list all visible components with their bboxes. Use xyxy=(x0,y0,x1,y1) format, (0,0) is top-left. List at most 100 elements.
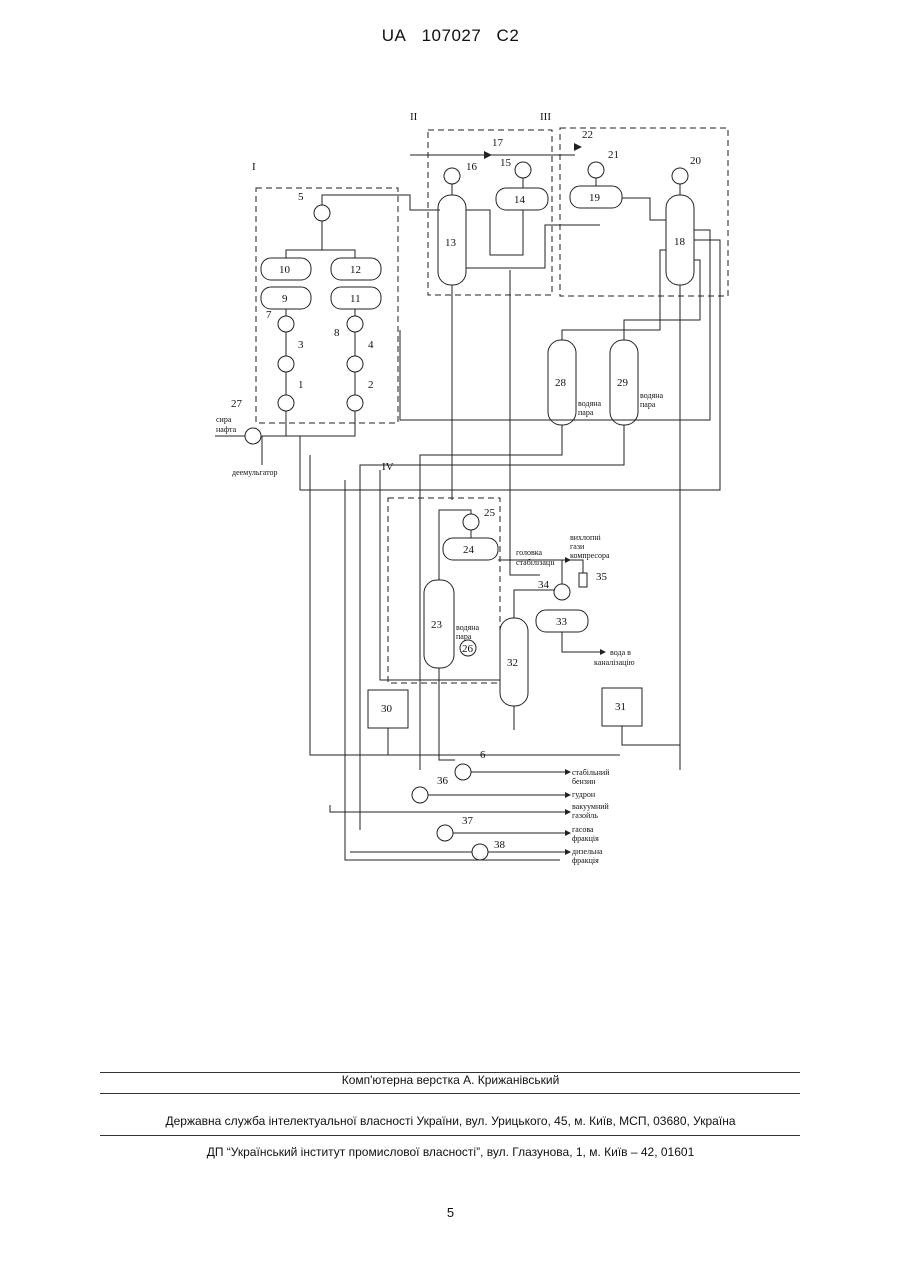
exchanger-7 xyxy=(278,316,294,332)
num-23: 23 xyxy=(431,619,443,631)
condenser-21 xyxy=(588,162,604,178)
label-steam-29-2: пара xyxy=(640,400,656,409)
num-20: 20 xyxy=(690,155,702,167)
valve-17 xyxy=(484,151,492,159)
footer-rule-3 xyxy=(100,1135,800,1136)
line-recycle-3 xyxy=(400,230,710,420)
line-23-bottom xyxy=(439,668,455,760)
num-14: 14 xyxy=(514,194,526,206)
footer-layout-credit: Комп'ютерна верстка А. Крижанівський xyxy=(0,1073,901,1087)
num-5: 5 xyxy=(298,191,304,203)
label-exhaust-1: вихлопні xyxy=(570,533,602,542)
label-exhaust-2: гази xyxy=(570,542,585,551)
arrow-gasoline xyxy=(565,769,571,775)
line-33-water xyxy=(562,632,600,652)
cooler-36 xyxy=(412,787,428,803)
pump-27 xyxy=(245,428,261,444)
line-block-I-2 xyxy=(322,250,355,258)
footer-rule-2 xyxy=(100,1093,800,1094)
label-demulsifier: деемульгатор xyxy=(232,468,278,477)
pump-16 xyxy=(444,168,460,184)
block-I-boundary xyxy=(256,188,398,423)
cooler-37 xyxy=(437,825,453,841)
line-28-18 xyxy=(562,250,666,340)
num-32: 32 xyxy=(507,657,518,669)
block-III-boundary xyxy=(560,128,728,296)
num-16: 16 xyxy=(466,161,478,173)
line-block-I-1 xyxy=(286,221,322,258)
line-recycle-2 xyxy=(310,455,620,755)
num-37: 37 xyxy=(462,815,474,827)
line-out-vgo xyxy=(330,805,565,812)
label-block-I: I xyxy=(252,161,256,173)
line-29-18 xyxy=(624,260,700,340)
label-crude-2: нафта xyxy=(216,425,237,434)
line-exhaust xyxy=(562,560,583,584)
exchanger-8 xyxy=(347,316,363,332)
block-IV-boundary xyxy=(388,498,500,683)
label-out-vgo-2: газойль xyxy=(572,811,598,820)
condenser-25 xyxy=(463,514,479,530)
num-34: 34 xyxy=(538,579,550,591)
num-12: 12 xyxy=(350,264,361,276)
label-block-III: III xyxy=(540,111,551,123)
page-number: 5 xyxy=(0,1205,901,1220)
exchanger-5 xyxy=(314,205,330,221)
exchanger-6 xyxy=(455,764,471,780)
arrow-tar xyxy=(565,792,571,798)
label-out-diesel-1: дизельна xyxy=(572,847,603,856)
line-13-out xyxy=(466,225,600,268)
num-30: 30 xyxy=(381,703,393,715)
label-out-diesel-2: фракція xyxy=(572,856,599,865)
num-15: 15 xyxy=(500,157,512,169)
footer-agency: Державна служба інтелектуальної власност… xyxy=(0,1114,901,1128)
num-6: 6 xyxy=(480,749,486,761)
num-33: 33 xyxy=(556,616,568,628)
exchanger-4 xyxy=(347,356,363,372)
label-stab-head-1: головка xyxy=(516,548,543,557)
label-out-kero-2: фракція xyxy=(572,834,599,843)
label-steam-23-2: пара xyxy=(456,632,472,641)
num-27: 27 xyxy=(231,398,243,410)
num-13: 13 xyxy=(445,237,457,249)
num-7: 7 xyxy=(266,309,272,321)
condenser-15 xyxy=(515,162,531,178)
num-1: 1 xyxy=(298,379,304,391)
num-38: 38 xyxy=(494,839,506,851)
label-exhaust-3: компресора xyxy=(570,551,610,560)
label-block-IV: IV xyxy=(382,461,394,473)
label-crude-1: сира xyxy=(216,415,232,424)
label-steam-28-2: пара xyxy=(578,408,594,417)
cooler-34 xyxy=(554,584,570,600)
num-24: 24 xyxy=(463,544,475,556)
line-31-down xyxy=(622,726,680,745)
label-water-1: вода в xyxy=(610,648,631,657)
label-out-gasoline-1: стабільний xyxy=(572,768,610,777)
num-29: 29 xyxy=(617,377,629,389)
line-recycle-4 xyxy=(380,470,500,680)
num-26: 26 xyxy=(462,643,474,655)
label-out-gasoline-2: бензин xyxy=(572,777,596,786)
num-10: 10 xyxy=(279,264,291,276)
num-36: 36 xyxy=(437,775,449,787)
exchanger-2 xyxy=(347,395,363,411)
line-32-top xyxy=(514,590,555,618)
num-9: 9 xyxy=(282,293,288,305)
exchanger-1 xyxy=(278,395,294,411)
line-recycle-6 xyxy=(510,270,540,575)
line-28-bottom xyxy=(420,425,562,770)
label-block-II: II xyxy=(410,111,418,123)
arrow-diesel xyxy=(565,849,571,855)
valve-22 xyxy=(574,143,582,151)
num-19: 19 xyxy=(589,192,601,204)
num-2: 2 xyxy=(368,379,374,391)
num-22: 22 xyxy=(582,129,593,141)
arrow-kero xyxy=(565,830,571,836)
footer-institute: ДП “Український інститут промислової вла… xyxy=(0,1145,901,1159)
cooler-38 xyxy=(472,844,488,860)
label-out-vgo-1: вакуумний xyxy=(572,802,610,811)
line-5-top xyxy=(322,195,440,210)
num-31: 31 xyxy=(615,701,626,713)
valve-35 xyxy=(579,573,587,587)
num-18: 18 xyxy=(674,236,686,248)
